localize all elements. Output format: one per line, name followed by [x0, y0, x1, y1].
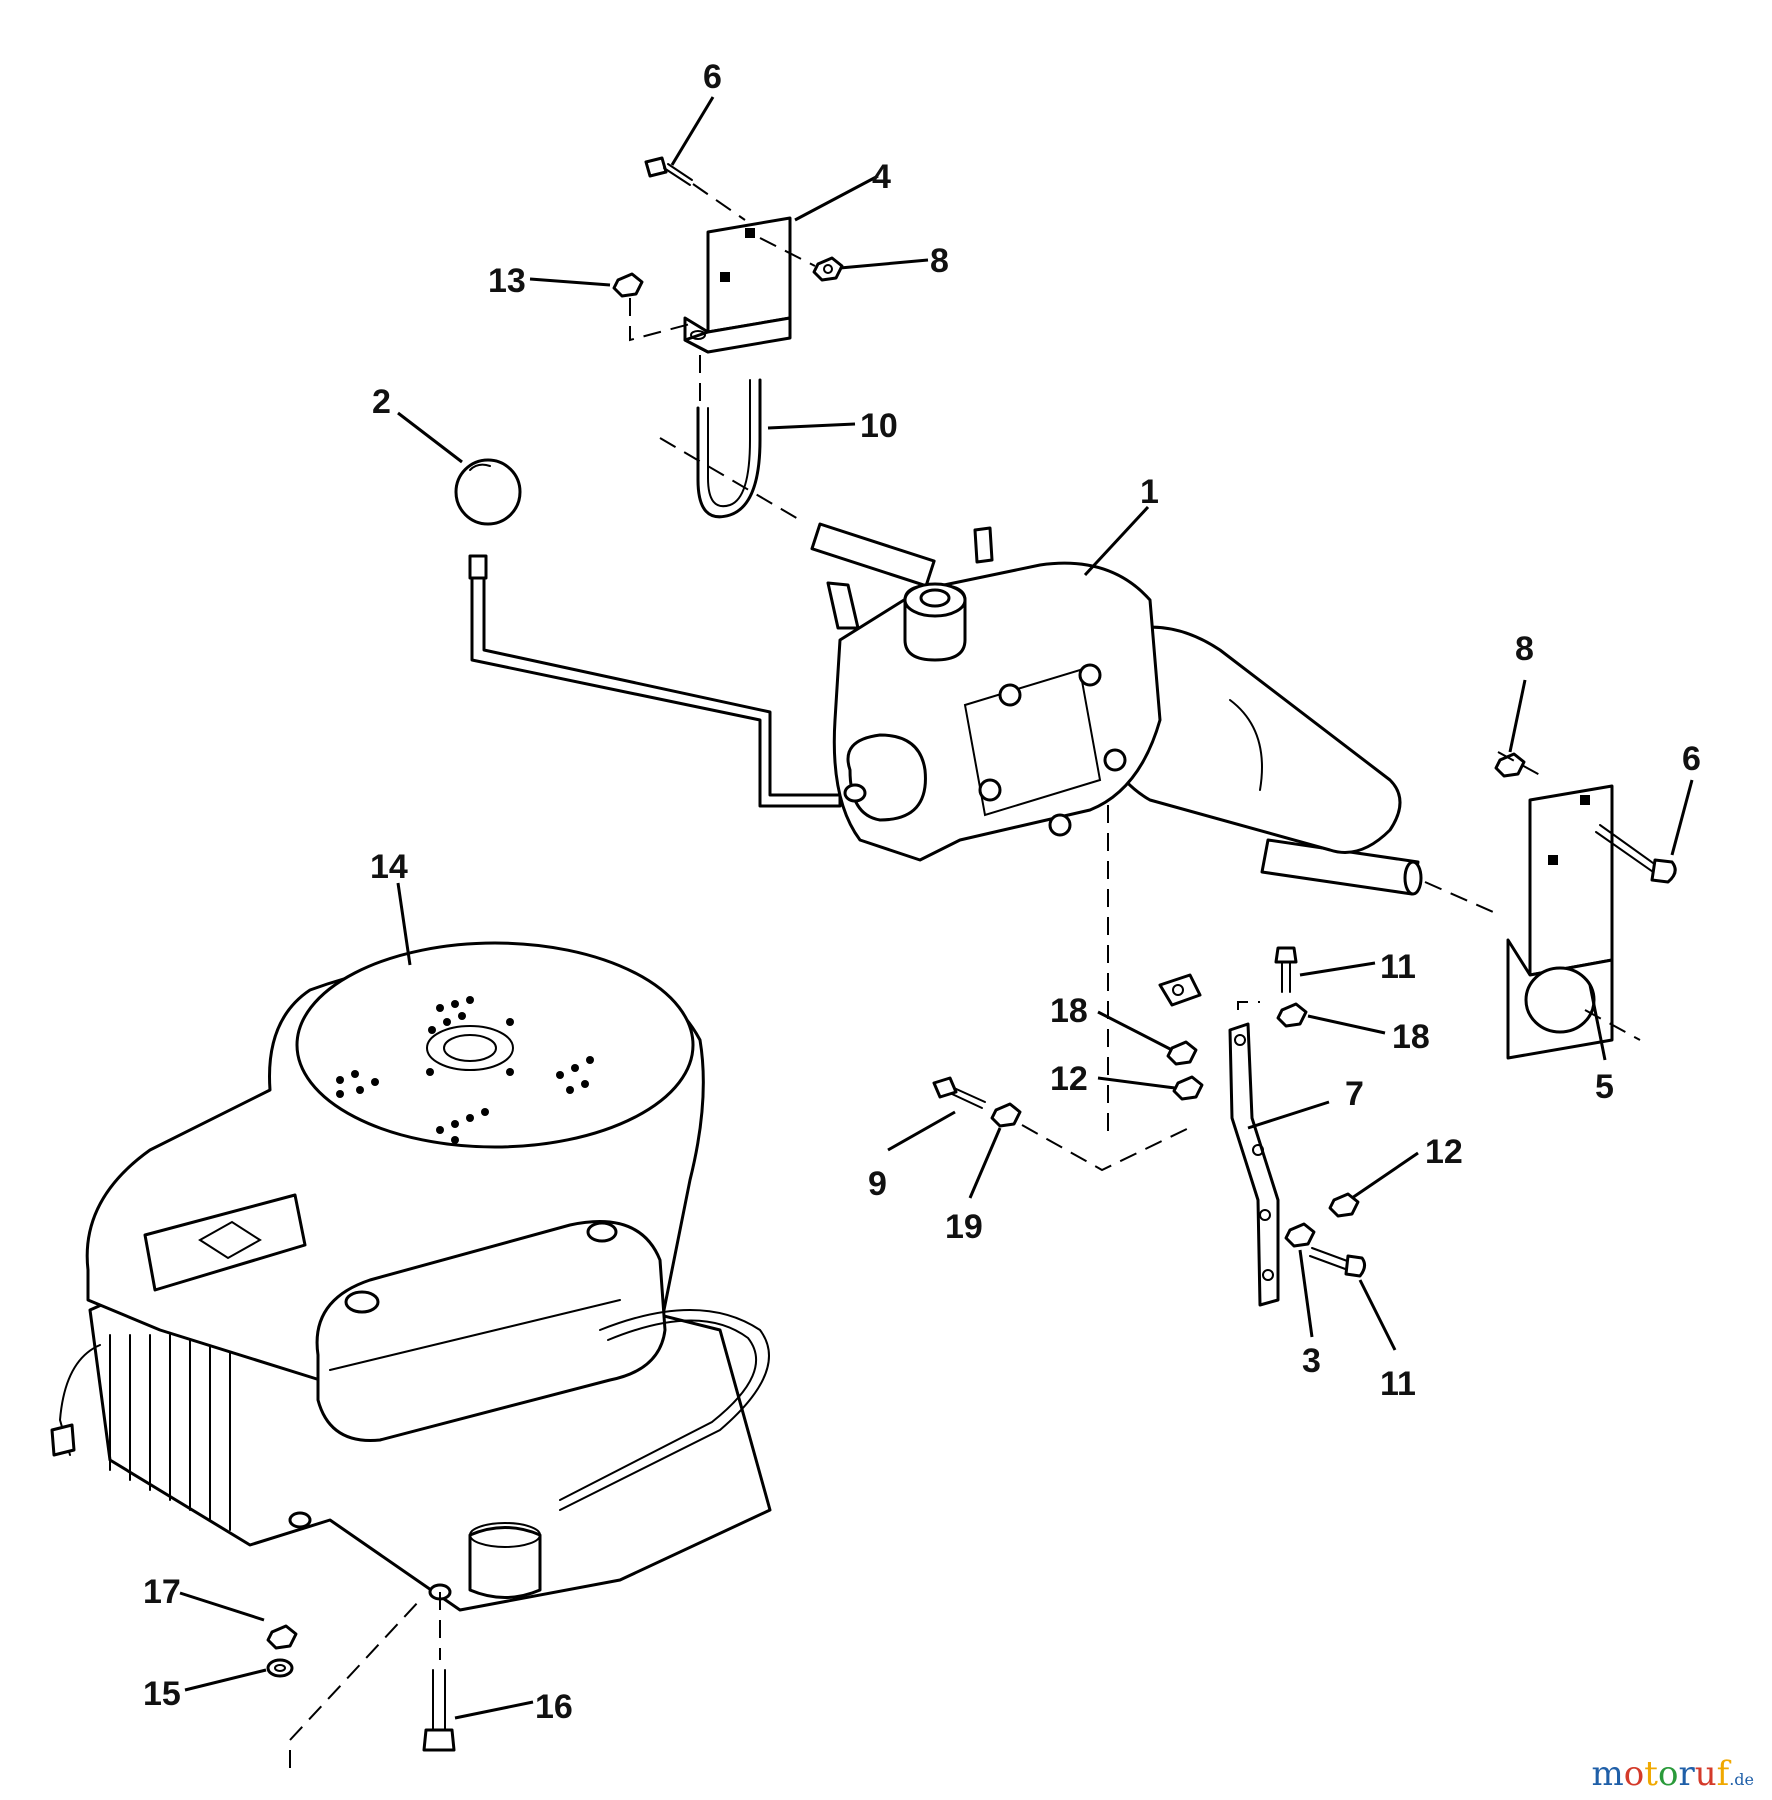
part-bracket-7 — [1228, 1001, 1280, 1307]
part-nut-17 — [266, 1624, 298, 1650]
part-nuts-stack — [1166, 1002, 1360, 1248]
callout-8-right: 8 — [1515, 630, 1534, 668]
part-nut-upper — [759, 237, 844, 282]
leader-lines — [179, 96, 1694, 1720]
callout-6-right: 6 — [1682, 740, 1701, 778]
watermark-logo: motoruf.de — [1592, 1754, 1754, 1794]
part-bolt-upper — [644, 156, 746, 221]
part-shift-rod — [468, 554, 842, 808]
callout-4: 4 — [872, 158, 891, 196]
callout-16: 16 — [535, 1688, 573, 1726]
callout-18-left: 18 — [1050, 992, 1088, 1030]
callout-13: 13 — [488, 262, 526, 300]
part-u-bolt — [659, 355, 801, 521]
callout-11-upper: 11 — [1380, 948, 1416, 986]
part-clip — [1158, 973, 1202, 1007]
callout-12-left: 12 — [1050, 1060, 1088, 1098]
callout-5: 5 — [1595, 1068, 1614, 1106]
callout-9: 9 — [868, 1165, 887, 1203]
part-bracket-upper — [683, 216, 792, 354]
part-nut-13 — [612, 272, 691, 342]
callout-18-right: 18 — [1392, 1018, 1430, 1056]
part-engine — [50, 941, 772, 1768]
part-knob — [454, 458, 522, 526]
callout-10: 10 — [860, 407, 898, 445]
watermark-brand: motoruf — [1591, 1754, 1730, 1794]
callout-6-upper: 6 — [703, 58, 722, 96]
part-bolts-11 — [1274, 946, 1367, 1278]
part-bolt-right — [1595, 824, 1677, 884]
callout-2: 2 — [372, 383, 391, 421]
callout-17: 17 — [143, 1573, 181, 1611]
callout-12-right: 12 — [1425, 1133, 1463, 1171]
callout-14: 14 — [370, 848, 408, 886]
part-washer-15 — [266, 1658, 294, 1678]
callout-11-lower: 11 — [1380, 1365, 1416, 1403]
part-bracket-right — [1506, 784, 1641, 1060]
callout-15: 15 — [143, 1675, 181, 1713]
part-transaxle — [810, 522, 1501, 1135]
part-bolt-9 — [932, 1076, 1196, 1172]
part-bolt-16 — [422, 1669, 456, 1752]
callout-7: 7 — [1345, 1075, 1364, 1113]
callout-1: 1 — [1140, 473, 1159, 511]
callout-8-upper: 8 — [930, 242, 949, 280]
callout-19: 19 — [945, 1208, 983, 1246]
callout-3: 3 — [1302, 1342, 1321, 1380]
watermark-tld: .de — [1729, 1770, 1754, 1789]
part-nut-right — [1494, 751, 1541, 778]
callouts: 1 2 3 4 5 6 6 7 8 8 9 10 11 11 12 12 13 … — [143, 58, 1701, 1726]
